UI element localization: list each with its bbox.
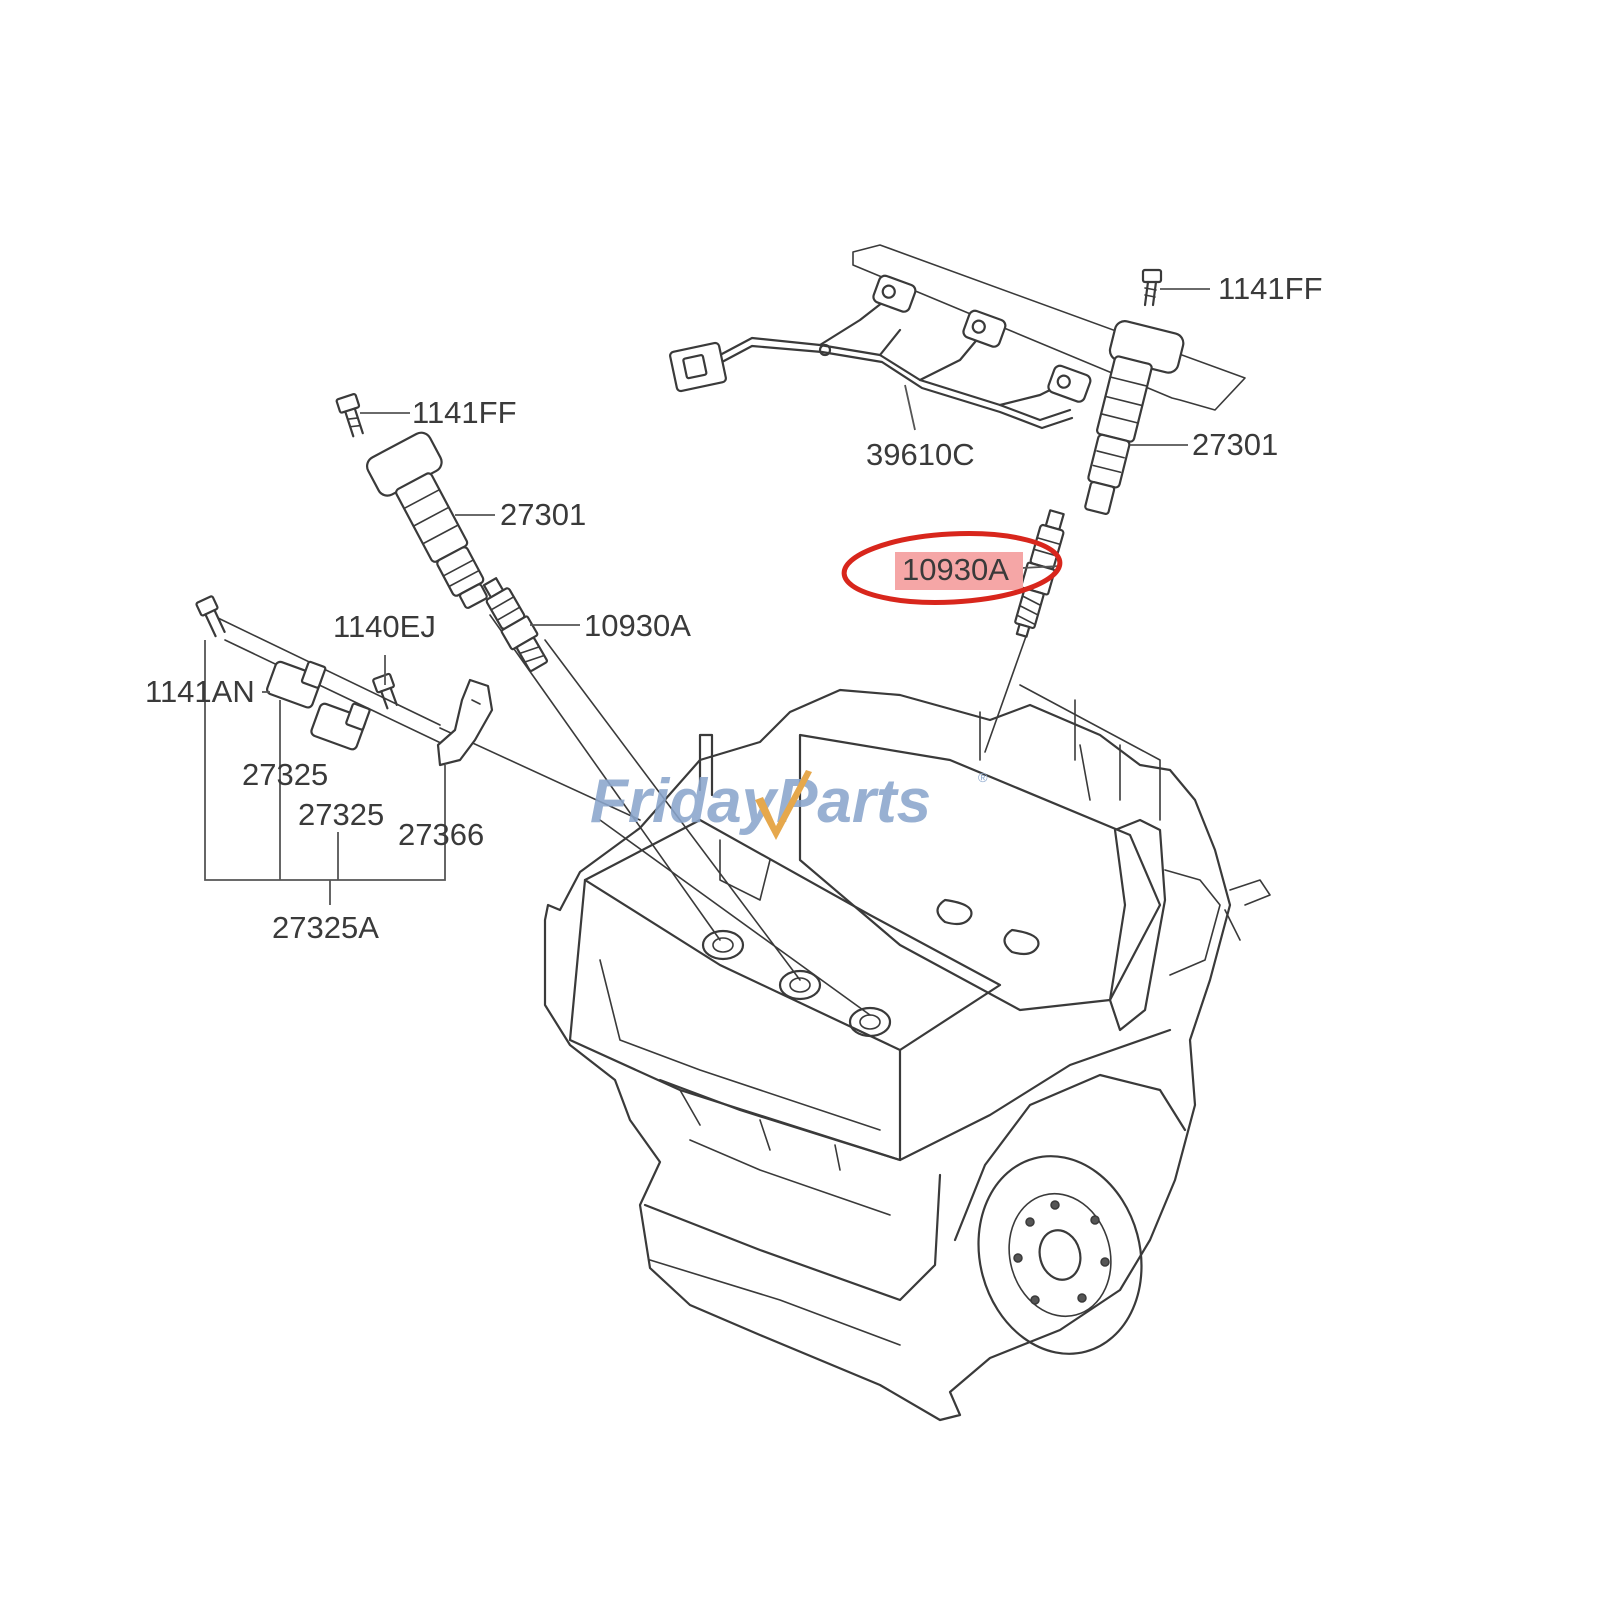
- label-10930a-left: 10930A: [584, 608, 691, 643]
- watermark-accent-check-icon: [755, 770, 812, 840]
- watermark-brand-part2: Parts: [776, 767, 931, 836]
- label-27366: 27366: [398, 817, 484, 852]
- callout-labels: 1141FF 27301 39610C 1141FF 27301 10930A …: [145, 271, 1323, 945]
- ignition-coil-27301-left[interactable]: [364, 429, 509, 619]
- engine-drawing: [543, 688, 1271, 1422]
- bolt-1141ff-right[interactable]: [1141, 268, 1163, 307]
- spark-plug-10930a-left[interactable]: [477, 574, 552, 674]
- label-27301-left: 27301: [500, 497, 586, 532]
- watermark-registered: ®: [978, 770, 988, 785]
- label-1141an: 1141AN: [145, 674, 255, 709]
- wiring-harness-39610c[interactable]: [669, 274, 1092, 430]
- label-1140ej: 1140EJ: [333, 609, 436, 644]
- highlight-10930a: [841, 531, 1063, 605]
- ignition-coil-27301-right[interactable]: [1071, 319, 1185, 522]
- label-27301-right: 27301: [1192, 427, 1278, 462]
- label-27325-b: 27325: [298, 797, 384, 832]
- sensor-rail-assembly[interactable]: [195, 595, 494, 767]
- watermark-logo: FridayParts ®: [590, 767, 988, 840]
- label-10930a-right: 10930A: [902, 552, 1009, 587]
- assembly-grouping-lines: [204, 640, 446, 905]
- bolt-1141ff-left[interactable]: [335, 393, 367, 438]
- label-1141ff-right: 1141FF: [1218, 271, 1323, 306]
- highlight-box: [895, 552, 1023, 590]
- highlight-ring: [841, 531, 1063, 605]
- label-1141ff-left: 1141FF: [412, 395, 517, 430]
- label-27325-a: 27325: [242, 757, 328, 792]
- watermark-brand-part1: Friday: [590, 767, 780, 836]
- label-39610c: 39610C: [866, 437, 975, 472]
- callout-leaders: [262, 288, 1210, 693]
- label-27325a: 27325A: [272, 910, 379, 945]
